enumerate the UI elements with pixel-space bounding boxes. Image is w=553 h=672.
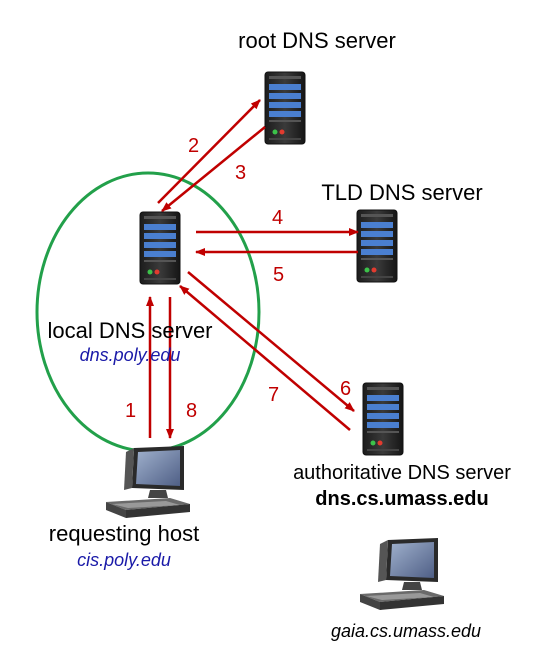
root-dns-server-label: root DNS server (238, 28, 396, 53)
gaia-host-desktop-computer-icon (360, 538, 444, 610)
authoritative-dns-server-label: authoritative DNS server (293, 462, 511, 484)
authoritative-dns-host-name: dns.cs.umass.edu (315, 488, 488, 510)
step-label-2: 2 (188, 135, 199, 157)
tld-dns-server-icon (356, 209, 398, 283)
step-label-3: 3 (235, 162, 246, 184)
step-label-8: 8 (186, 400, 197, 422)
arrow-step-2 (157, 99, 261, 204)
step-label-1: 1 (125, 400, 136, 422)
gaia-host-name: gaia.cs.umass.edu (331, 621, 481, 641)
local-dns-host-name: dns.poly.edu (80, 345, 181, 365)
step-label-4: 4 (272, 207, 283, 229)
requesting-host-name: cis.poly.edu (77, 550, 171, 570)
tld-dns-server-label: TLD DNS server (321, 180, 482, 205)
step-label-7: 7 (268, 384, 279, 406)
step-label-5: 5 (273, 264, 284, 286)
step-label-6: 6 (340, 378, 351, 400)
requesting-host-desktop-computer-icon (106, 446, 190, 518)
authoritative-dns-server-icon (362, 382, 404, 456)
arrow-step-3 (161, 126, 266, 212)
local-dns-server-label: local DNS server (47, 318, 212, 343)
requesting-host-label: requesting host (49, 521, 199, 546)
arrow-step-6 (187, 271, 355, 412)
local-dns-server-icon (139, 211, 181, 285)
root-dns-server-icon (264, 71, 306, 145)
arrow-step-7 (179, 285, 351, 431)
